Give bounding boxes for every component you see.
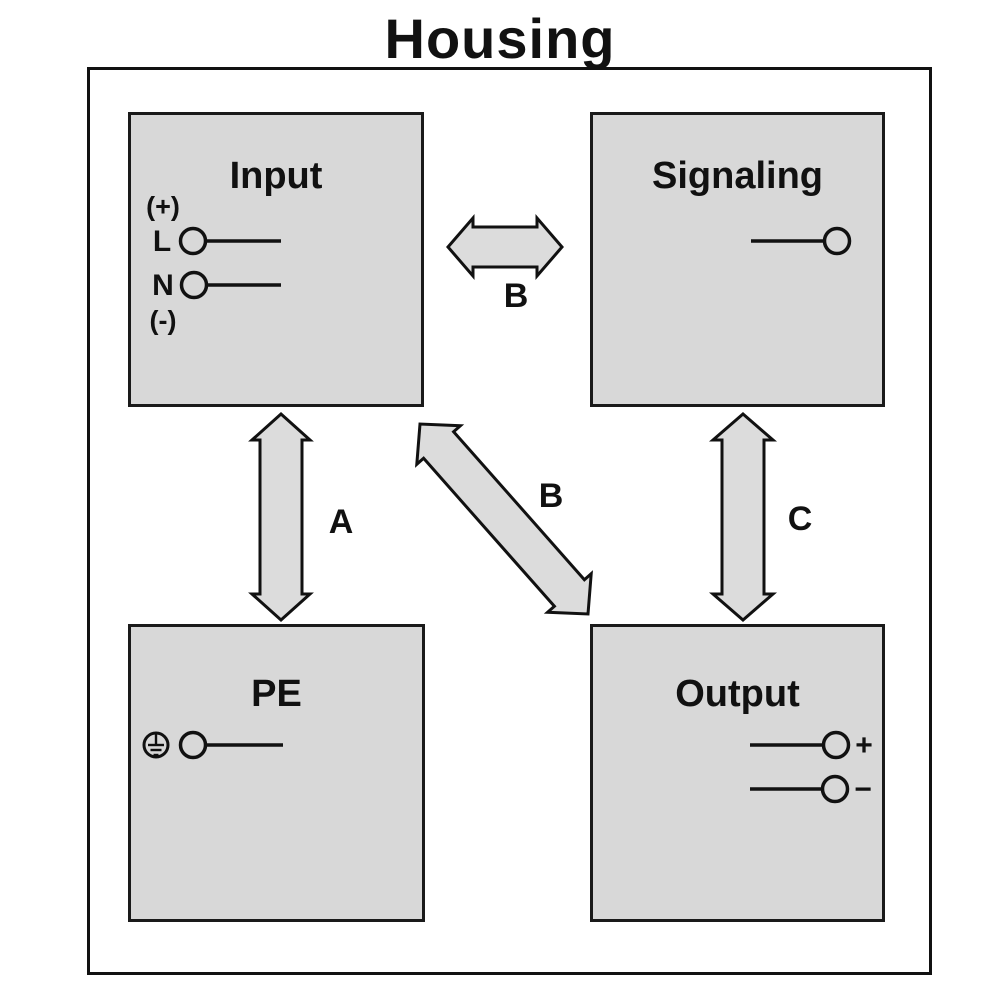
input-l-label: L	[152, 225, 172, 258]
box-output-title: Output	[675, 673, 800, 715]
box-signaling-title: Signaling	[652, 155, 823, 197]
pe-terminal-icon	[178, 730, 208, 760]
pe-terminals-art	[142, 730, 283, 760]
input-l-terminal-icon	[178, 226, 208, 256]
box-output: Output + −	[590, 624, 885, 922]
arrow-b-diagonal-output	[415, 422, 593, 616]
output-terminals-art	[750, 730, 851, 804]
box-input-title: Input	[229, 155, 323, 197]
input-minus-hint-label: (-)	[149, 305, 177, 336]
input-n-terminal-icon	[179, 270, 209, 300]
output-minus-label: −	[854, 773, 872, 806]
signaling-terminal-icon	[822, 226, 852, 256]
arrow-a-input-pe	[248, 411, 314, 623]
arrow-label-b-diagonal: B	[538, 477, 564, 515]
input-n-label: N	[152, 269, 174, 302]
diagram-title: Housing	[384, 7, 616, 70]
arrow-label-a: A	[328, 503, 354, 541]
box-pe-title: PE	[251, 673, 302, 715]
input-terminals-art	[178, 226, 281, 300]
box-pe: PE	[128, 624, 425, 922]
input-plus-hint-label: (+)	[146, 191, 180, 222]
arrow-b-input-signaling	[446, 213, 564, 281]
box-signaling: Signaling	[590, 112, 885, 407]
box-input: Input (+) L N (-)	[128, 112, 424, 407]
output-minus-terminal-icon	[820, 774, 850, 804]
arrow-label-b-top: B	[503, 277, 529, 315]
output-plus-label: +	[855, 729, 873, 762]
arrow-label-c: C	[787, 500, 813, 538]
signaling-terminal-art	[751, 226, 852, 256]
arrow-c-signaling-output	[708, 412, 778, 622]
output-plus-terminal-icon	[821, 730, 851, 760]
protective-earth-icon	[142, 731, 170, 759]
